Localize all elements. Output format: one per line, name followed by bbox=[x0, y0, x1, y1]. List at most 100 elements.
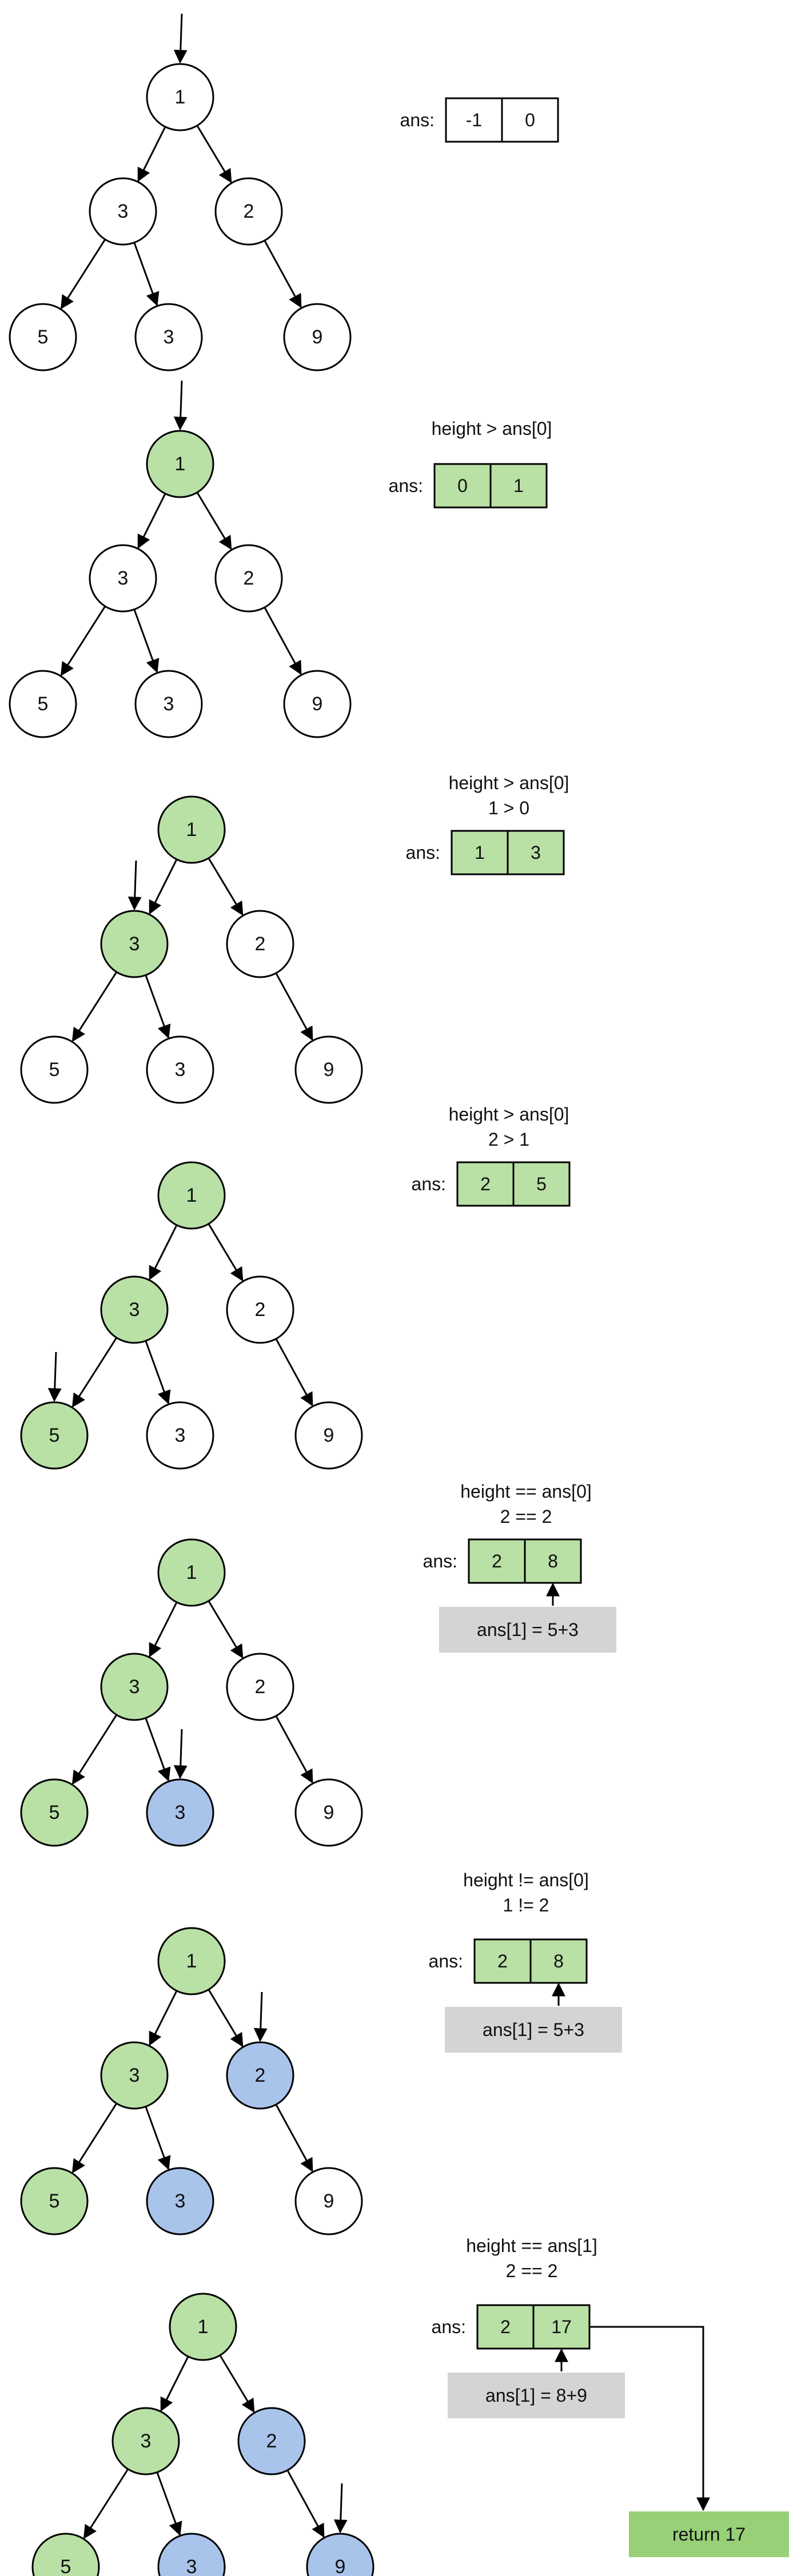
tree-node bbox=[294, 1035, 363, 1104]
tree-node bbox=[100, 1275, 169, 1344]
tree-edge bbox=[83, 2469, 129, 2539]
tree-edge bbox=[137, 126, 166, 182]
tree-edge bbox=[149, 1990, 178, 2046]
tree-node-value: 3 bbox=[141, 2430, 152, 2452]
ans-cell-value: 2 bbox=[497, 1951, 508, 1971]
tree-node-value: 1 bbox=[186, 1950, 197, 1972]
tree-edge bbox=[145, 1717, 171, 1782]
tree-edge bbox=[156, 2471, 182, 2536]
ans-cell-value: 1 bbox=[475, 842, 485, 863]
tree-node bbox=[146, 1035, 214, 1104]
tree-edge bbox=[264, 607, 302, 675]
tree-edge bbox=[149, 1602, 178, 1658]
tree-node-value: 5 bbox=[61, 2556, 71, 2576]
ans-cell bbox=[468, 1538, 526, 1584]
tree-node-value: 9 bbox=[335, 2556, 346, 2576]
ans-cell-value: 2 bbox=[480, 1174, 491, 1194]
ans-cell bbox=[507, 830, 565, 875]
tree-edge bbox=[145, 974, 171, 1039]
tree-node-value: 3 bbox=[175, 1425, 186, 1446]
tree-edge bbox=[208, 857, 244, 916]
condition-text: 2 > 1 bbox=[488, 1129, 529, 1150]
tree-node bbox=[226, 1653, 294, 1721]
condition-text: 2 == 2 bbox=[500, 1506, 552, 1527]
tree-node-value: 3 bbox=[175, 1802, 186, 1823]
tree-edge bbox=[149, 1225, 178, 1281]
condition-text: 1 > 0 bbox=[488, 798, 529, 818]
tree-edge bbox=[60, 606, 106, 677]
tree-node-value: 5 bbox=[38, 326, 49, 348]
condition-text: 2 == 2 bbox=[506, 2261, 558, 2281]
return-connector bbox=[589, 2326, 710, 2511]
current-node-pointer bbox=[253, 1991, 268, 2042]
current-node-pointer bbox=[333, 2483, 348, 2534]
tree-node-value: 3 bbox=[164, 693, 174, 715]
tree-node bbox=[9, 670, 77, 738]
ans-cell bbox=[476, 2304, 535, 2350]
tree-node-value: 2 bbox=[255, 933, 266, 955]
ans-cell-value: 1 bbox=[513, 475, 524, 496]
tree-node bbox=[169, 2293, 237, 2361]
return-box bbox=[629, 2511, 789, 2557]
update-note-box bbox=[439, 1607, 616, 1653]
tree-node bbox=[157, 1161, 226, 1230]
tree-node bbox=[20, 1401, 89, 1470]
tree-node-value: 2 bbox=[244, 201, 254, 222]
tree-node bbox=[146, 1778, 214, 1847]
update-note-text: ans[1] = 5+3 bbox=[477, 1619, 579, 1640]
tree-node bbox=[100, 910, 169, 978]
ans-cell-value: 8 bbox=[553, 1951, 564, 1971]
tree-node bbox=[294, 1401, 363, 1470]
tree-node bbox=[294, 1778, 363, 1847]
tree-edge bbox=[133, 242, 160, 306]
tree-node-value: 5 bbox=[49, 1425, 60, 1446]
tree-edge bbox=[275, 1338, 313, 1407]
tree-node bbox=[214, 177, 283, 246]
tree-node-value: 9 bbox=[324, 1059, 334, 1081]
tree-node-value: 5 bbox=[49, 1802, 60, 1823]
ans-cell-value: 0 bbox=[525, 110, 535, 130]
tree-node-value: 1 bbox=[186, 1562, 197, 1583]
current-node-pointer bbox=[173, 13, 188, 64]
tree-node-value: 9 bbox=[324, 1802, 334, 1823]
tree-node bbox=[89, 544, 157, 613]
tree-node bbox=[157, 2533, 226, 2576]
tree-node-value: 1 bbox=[175, 86, 186, 108]
tree-node-value: 3 bbox=[129, 933, 140, 955]
tree-node bbox=[20, 1035, 89, 1104]
tree-node bbox=[31, 2533, 100, 2576]
ans-cell bbox=[524, 1538, 582, 1584]
tree-edge bbox=[219, 2354, 255, 2413]
tree-node-value: 9 bbox=[324, 1425, 334, 1446]
ans-cell bbox=[489, 463, 548, 509]
tree-node bbox=[20, 2167, 89, 2235]
tree-edge bbox=[133, 609, 160, 673]
tree-node bbox=[157, 795, 226, 864]
tree-node bbox=[237, 2407, 306, 2475]
tree-node-value: 9 bbox=[312, 693, 323, 715]
tree-node bbox=[20, 1778, 89, 1847]
tree-node-value: 3 bbox=[129, 1676, 140, 1698]
tree-node-value: 9 bbox=[312, 326, 323, 348]
tree-edge bbox=[71, 1714, 118, 1785]
tree-node-value: 5 bbox=[38, 693, 49, 715]
tree-node bbox=[283, 670, 352, 738]
tree-node-value: 1 bbox=[198, 2316, 209, 2338]
tree-node bbox=[9, 303, 77, 371]
tree-edge bbox=[71, 2103, 118, 2174]
current-node-pointer bbox=[127, 860, 142, 911]
tree-node bbox=[146, 2167, 214, 2235]
tree-edge bbox=[71, 1337, 118, 1408]
tree-node-value: 1 bbox=[186, 1185, 197, 1206]
tree-node bbox=[226, 910, 294, 978]
tree-node bbox=[100, 2041, 169, 2110]
ans-cell bbox=[433, 463, 492, 509]
condition-text: height != ans[0] bbox=[463, 1870, 589, 1890]
update-note-text: ans[1] = 5+3 bbox=[483, 2019, 584, 2040]
ans-cell bbox=[501, 97, 559, 143]
condition-text: height > ans[0] bbox=[432, 418, 552, 439]
